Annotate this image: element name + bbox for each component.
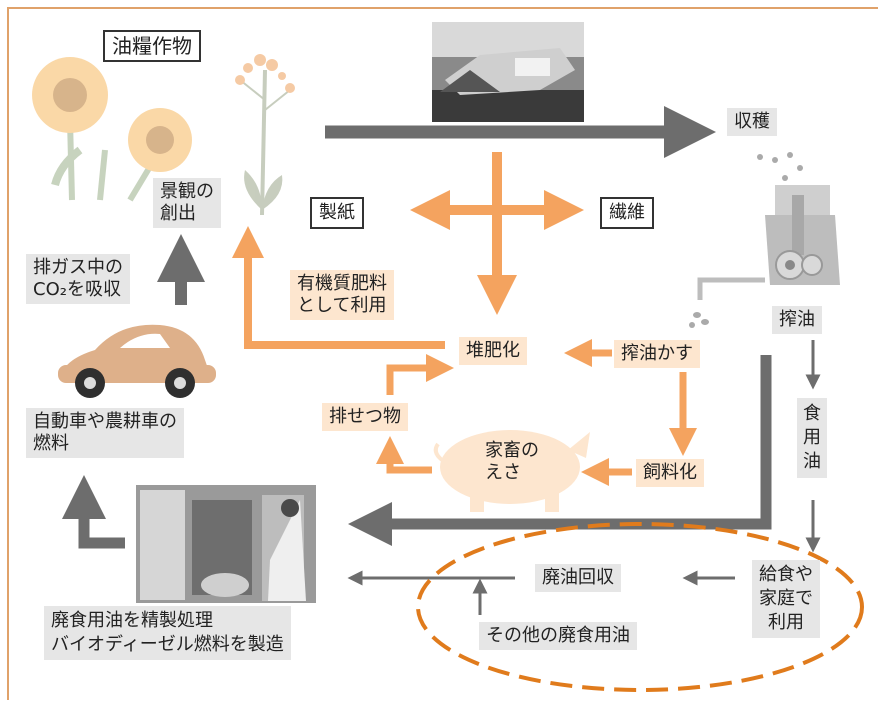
arrow-excreta-to-compost [386,354,454,395]
label-landscape: 景観の 創出 [153,178,221,228]
label-harvest: 収穫 [727,108,777,136]
label-excreta: 排せつ物 [322,403,408,431]
label-oil-cake: 搾油かす [614,340,700,368]
waste-oil-ellipse [416,522,864,692]
frame-border [7,7,878,700]
car-icon [58,324,216,398]
label-compost: 堆肥化 [459,337,527,365]
label-edible-oil: 食用油 [797,398,827,478]
label-co2: 排ガス中の CO₂を吸収 [26,254,130,304]
label-school-home: 給食や 家庭で 利用 [752,560,820,638]
label-paper: 製紙 [310,197,364,229]
title-oil-crops: 油糧作物 [103,30,201,62]
arrow-to-refinery [348,355,772,546]
label-organic-fertilizer: 有機質肥料 として利用 [290,270,394,320]
arrow-compost-to-crops [232,226,445,349]
label-feed: 飼料化 [636,459,704,487]
sunflower-icon [32,57,192,202]
arrow-refinery-to-fuel [62,475,125,549]
label-refining: 廃食用油を精製処理 バイオディーゼル燃料を製造 [44,606,291,660]
pig-icon [433,430,590,512]
label-livestock-feed: 家畜の えさ [485,440,539,483]
label-fuel: 自動車や農耕車の 燃料 [26,408,184,458]
harvester-photo [432,22,584,122]
label-pressing: 搾油 [772,306,822,334]
label-other-waste-oil: その他の廃食用油 [479,622,637,650]
label-waste-collection: 廃油回収 [535,564,621,592]
rapeseed-icon [235,54,295,216]
arrow-livestock-to-excreta [376,436,432,474]
oil-press-icon [689,152,840,328]
refinery-photo [136,485,316,603]
label-fiber: 繊維 [600,197,654,229]
